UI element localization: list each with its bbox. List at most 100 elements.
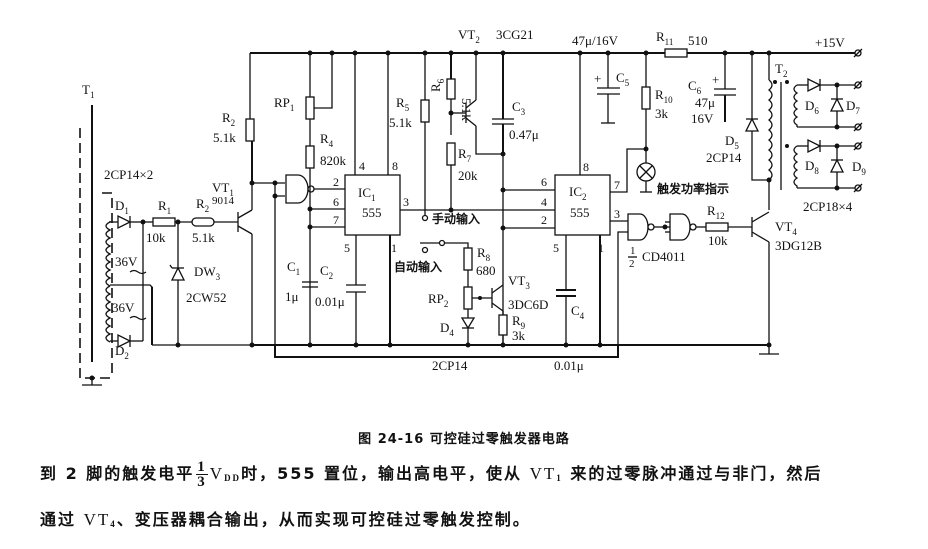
gate-model: CD4011 — [642, 249, 686, 264]
indicator-lamp — [636, 152, 656, 193]
ic1-pin-7: 7 — [333, 213, 339, 227]
ic1-pin-3: 3 — [403, 195, 409, 209]
c5-label: C5 — [616, 70, 630, 88]
r12-value: 10k — [708, 233, 728, 248]
vt1-label: VT1 — [212, 180, 234, 198]
r8-label: R8 — [477, 245, 491, 263]
r5-label: R5 — [396, 95, 410, 113]
line1-text-c: 来的过零脉冲通过与非门，然后 — [562, 464, 823, 483]
c4-label: C4 — [571, 303, 585, 321]
d5-model: 2CP14 — [706, 150, 742, 165]
r10-label: R10 — [655, 87, 673, 105]
r8-value: 680 — [476, 263, 496, 278]
fraction-denominator: 3 — [197, 474, 207, 490]
resistor-r7 — [446, 142, 456, 166]
r2-label: R2 — [222, 110, 235, 128]
vt4-label: VT4 — [775, 219, 797, 237]
r1-label: R1 — [158, 198, 171, 216]
output-diodes-model: 2CP18×4 — [803, 199, 853, 214]
r2-value: 5.1k — [213, 130, 236, 145]
vt4-model: 3DG12B — [775, 238, 822, 253]
r4-label: R4 — [320, 131, 334, 149]
diode-d2 — [110, 333, 143, 349]
lamp-label: 触发功率指示 — [657, 181, 729, 196]
ic2-pin-5: 5 — [553, 241, 559, 255]
r2-series-value: 5.1k — [192, 230, 215, 245]
r7-label: R7 — [458, 146, 472, 164]
c6-voltage: 16V — [691, 111, 714, 126]
diode-d9 — [829, 146, 856, 191]
r11-label: R11 — [656, 29, 673, 47]
resistor-r8 — [463, 247, 473, 271]
nand-gate-3 — [669, 213, 691, 241]
d2-label: D2 — [115, 343, 129, 361]
ic2-pin-2: 2 — [541, 213, 547, 227]
potentiometer-rp1 — [305, 96, 315, 120]
c2-value: 0.01μ — [315, 294, 345, 309]
resistor-r1 — [152, 217, 176, 227]
c5-value: 47μ/16V — [572, 33, 619, 48]
line2-text-a: 通过 — [40, 510, 84, 529]
ac-symbol-lower — [129, 315, 147, 321]
ic1-type: 555 — [362, 205, 382, 220]
d9-label: D9 — [852, 159, 866, 177]
vt4-ref-subscript: 4 — [110, 519, 117, 529]
diode-d6 — [807, 77, 856, 93]
dw3-model: 2CW52 — [186, 290, 226, 305]
resistor-r2-collector — [245, 118, 255, 142]
d6-label: D6 — [805, 98, 819, 116]
t1-label: T1 — [82, 82, 94, 100]
ic2-555 — [554, 174, 611, 236]
c2-label: C2 — [320, 263, 333, 281]
vt1-ref: VT — [529, 464, 557, 483]
transistor-vt2 — [451, 53, 503, 155]
ic1-pin-1: 1 — [391, 241, 397, 255]
c6-plus: + — [712, 72, 719, 87]
ic1-label: IC1 — [358, 185, 376, 203]
r9-value: 3k — [512, 328, 526, 343]
output-terminals — [853, 48, 863, 193]
line1-text-b: 时，555 置位，输出高电平，使从 — [241, 464, 530, 483]
vt1-model: 9014 — [212, 195, 235, 207]
vt4-ref: VT — [83, 510, 111, 529]
c1-label: C1 — [287, 259, 300, 277]
potentiometer-rp2 — [463, 286, 473, 310]
diode-d8 — [807, 138, 856, 154]
diode-d5 — [744, 117, 760, 132]
ic1-pin-5: 5 — [344, 241, 350, 255]
vt3-model: 3DC6D — [508, 297, 548, 312]
resistor-r5 — [420, 99, 430, 123]
resistor-r12 — [705, 222, 729, 232]
line2-text-b: 、变压器耦合输出，从而实现可控硅过零触发控制。 — [116, 510, 531, 529]
gate-fraction-den: 2 — [629, 258, 635, 270]
gate-input-bus — [274, 345, 619, 358]
vt2-label: VT2 — [458, 27, 480, 45]
ic1-pin-4: 4 — [359, 159, 365, 173]
c4-value: 0.01μ — [554, 358, 584, 373]
c3-value: 0.47μ — [509, 127, 539, 142]
figure-caption: 图 24-16 可控硅过零触发器电路 — [358, 432, 570, 447]
c3-label: C3 — [512, 99, 526, 117]
nand-gate-1 — [285, 174, 309, 204]
zener-dw3 — [169, 222, 186, 348]
rp1-label: RP1 — [274, 95, 294, 113]
nand-gate-2 — [627, 213, 649, 241]
ic1-pin-2: 2 — [333, 175, 339, 189]
r5-value: 5.1k — [389, 115, 412, 130]
r6-label: R6 — [428, 78, 446, 92]
gate-fraction-num: 1 — [630, 245, 636, 257]
ac-symbol-upper — [129, 269, 147, 275]
vt1-ref-subscript: 1 — [556, 473, 563, 483]
transformer-t2 — [766, 50, 837, 210]
diode-d1 — [110, 214, 143, 230]
d4-label: D4 — [440, 320, 454, 338]
vt3-label: VT3 — [508, 273, 530, 291]
d7-label: D7 — [846, 98, 860, 116]
fraction-numerator: 1 — [196, 459, 208, 475]
manual-input-label: 手动输入 — [432, 211, 480, 226]
ic2-pin-7: 7 — [614, 178, 620, 192]
vdd-subscript: DD — [224, 473, 242, 483]
d1d2-rating-label: 2CP14×2 — [104, 167, 153, 182]
